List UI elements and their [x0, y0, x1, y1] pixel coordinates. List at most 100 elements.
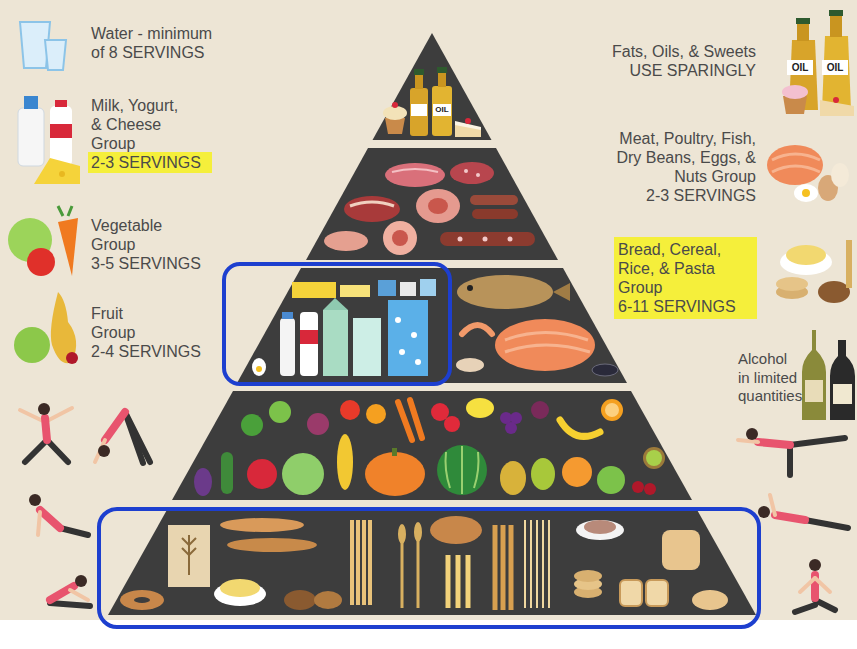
grain-tier-art-part [168, 525, 210, 587]
fruit-vegetable-tier-art-part [437, 445, 487, 495]
yoga-figures-part [20, 403, 72, 462]
fats-sweets-tier-art-part [385, 118, 405, 134]
fruit-vegetable-tier-art-part [597, 466, 625, 494]
grain-tier-art-part [692, 590, 728, 610]
grain-tier-art-part [620, 580, 642, 606]
side-icons-part [797, 24, 809, 41]
dairy-fish-tier-art-part [395, 317, 401, 323]
group-label: Bread, Cereal, Rice, & Pasta Group [618, 240, 748, 297]
grain-tier-art [120, 516, 728, 610]
side-icons-part [833, 97, 839, 103]
yoga-figures-part-part [38, 512, 40, 535]
dairy-fish-tier-art-part [388, 300, 428, 376]
meat-tier-art-part [476, 173, 480, 177]
meat-tier-art-part [324, 231, 368, 251]
pyramid-tiers-part [108, 508, 756, 615]
side-icons-part [767, 145, 823, 185]
dairy-fish-tier-art-part [505, 333, 590, 353]
yoga-figures-part-part [758, 442, 790, 445]
meat-tier-art-part [350, 202, 394, 206]
side-icons-part [833, 384, 852, 404]
meat-tier-art-part [464, 169, 468, 173]
meat-tier-art [324, 162, 535, 255]
yoga-figures-part-part [787, 445, 793, 475]
pyramid-tiers [108, 33, 756, 615]
dairy-fish-tier-art-part [378, 280, 396, 296]
side-icons-part [58, 218, 78, 276]
meat-tier-art-part [344, 196, 400, 222]
yoga-figures-part-part [790, 438, 845, 445]
side-icons-part [772, 154, 820, 172]
highlight-box: Bread, Cereal, Rice, & Pasta Group6-11 S… [614, 237, 757, 319]
servings-label: Water - minimum of 8 SERVINGS [91, 24, 226, 62]
yoga-figures-part-part [47, 440, 68, 462]
side-icons-part [18, 108, 44, 166]
fruit-vegetable-tier-art [194, 398, 665, 496]
yoga-figures-part-part [746, 428, 758, 440]
dairy-fish-tier-art-part [340, 285, 370, 297]
fruit-vegetable-tier-art-part [241, 414, 263, 436]
dairy-fish-tier-art-part [323, 310, 348, 376]
yoga-figures-part-part [738, 440, 758, 442]
grain-tier-art-part [352, 520, 370, 605]
grain-tier-art-part [220, 579, 260, 597]
yoga-figures-part-part [125, 412, 150, 462]
dairy-fish-tier-art-part [456, 358, 484, 372]
fats-sweets-tier-art-part [415, 74, 423, 89]
side-icons-part [830, 16, 842, 37]
fruit-vegetable-tier-art-part [466, 398, 494, 418]
side-icons-part [24, 96, 38, 109]
fruit-vegetable-tier-art-part [560, 420, 600, 436]
fruit-vegetable-tier-art-part [247, 459, 277, 489]
grain-tier-art-part [574, 570, 602, 582]
grain-tier-art-part [576, 520, 624, 540]
side-icons-part [14, 327, 50, 363]
side-icons-part [805, 380, 823, 402]
servings-label: 2-3 SERVINGS [91, 153, 209, 172]
pyramid-tiers-part [237, 268, 627, 383]
side-icons-part [822, 60, 848, 75]
side-icons-part [50, 106, 72, 166]
side-icons-part [830, 340, 855, 420]
servings-label: 6-11 SERVINGS [618, 297, 753, 316]
side-icons-part [786, 245, 826, 265]
dairy-fish-tier-art-part [256, 366, 262, 372]
highlight-box: 2-3 SERVINGS [88, 152, 212, 173]
fruit-vegetable-tier-art-part [194, 468, 212, 496]
grain-tier-art-part [584, 520, 616, 534]
side-icons-part [794, 184, 818, 202]
side-icons-part [802, 189, 810, 197]
yoga-figures-part [50, 575, 90, 606]
meat-tier-art-part [440, 232, 535, 246]
meat-tier-art-part [458, 237, 463, 242]
fats-sweets-tier-art-part [432, 86, 452, 136]
grain-tier-art-part [414, 522, 422, 542]
fruit-vegetable-tier-art-part [605, 403, 619, 417]
side-icons-part [66, 352, 78, 364]
fruit-vegetable-tier-art-part [398, 400, 422, 440]
yoga-figures-part-part [770, 495, 775, 515]
side-icons-part [802, 330, 826, 420]
yoga-figures-part-part [70, 590, 88, 600]
meat-tier-art-part [470, 195, 518, 205]
yoga-figures-part-part [795, 605, 815, 612]
yoga-figures-part-part [809, 559, 821, 571]
group-label: Vegetable Group [91, 216, 186, 254]
dairy-fish-tier-art-part [420, 279, 436, 296]
side-icons-part [822, 36, 851, 110]
side-icons-part [846, 240, 852, 288]
yoga-figures-part-part [758, 506, 770, 518]
dairy-fish-tier-art-part [411, 332, 417, 338]
dairy-fish-tier-art-part [300, 330, 318, 344]
fruit-vegetable-tier-art-part [365, 452, 425, 496]
bottom-strip [0, 620, 857, 649]
yoga-figures-part [95, 412, 150, 463]
dairy-fish-tier-art-part [292, 282, 336, 298]
dairy-fish-tier-art-part [399, 349, 405, 355]
fruit-vegetable-tier-art-part [431, 403, 449, 421]
highlight-outlines-part [224, 264, 450, 384]
fruit-vegetable-tier-art-part [392, 448, 397, 456]
grain-tier-art-part [398, 524, 406, 544]
fats-sweets-tier-art-part [411, 104, 427, 116]
